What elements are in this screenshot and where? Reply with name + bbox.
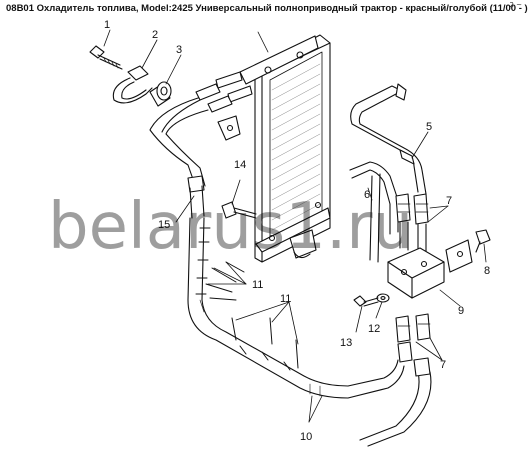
callout-1: 1 <box>104 19 110 31</box>
callout-15: 15 <box>158 219 170 231</box>
cooler-inlet-fittings <box>195 71 253 113</box>
corner-mark: 2 ~ <box>509 1 522 9</box>
callout-6: 6 <box>364 189 370 201</box>
bushing-3 <box>149 81 172 107</box>
fuel-hoses-10 <box>187 217 432 447</box>
fuel-line-6 <box>349 161 399 263</box>
washer-12 <box>376 293 390 303</box>
tube-clamp <box>217 115 241 141</box>
callout-5: 5 <box>426 121 432 133</box>
leader-lines <box>103 29 487 423</box>
callout-labels: 1 2 3 5 6 7 7 8 9 10 11 11 12 13 14 15 <box>104 19 490 443</box>
callout-10: 10 <box>300 431 312 443</box>
bolt-13 <box>353 295 379 307</box>
manifold-block-9 <box>387 239 473 299</box>
callout-8: 8 <box>484 265 490 277</box>
tie-straps-11 <box>195 227 299 371</box>
hose-connector-15 <box>187 175 205 219</box>
fuel-line-5 <box>350 83 427 195</box>
callout-14: 14 <box>234 159 246 171</box>
watermark: belarus1.ru <box>48 190 413 264</box>
mount-bracket-lower <box>289 229 317 259</box>
callout-11-upper: 11 <box>252 279 263 291</box>
bolt-8 <box>475 229 491 253</box>
callout-3: 3 <box>176 44 182 56</box>
fittings-7-upper <box>395 193 429 253</box>
bolt-1 <box>89 45 123 70</box>
left-fuel-tubes <box>149 97 209 187</box>
callout-7-upper: 7 <box>446 195 452 207</box>
bolt-14 <box>221 201 257 219</box>
callout-11-lower: 11 <box>280 293 291 305</box>
clip-2 <box>112 65 153 104</box>
fuel-cooler-core <box>239 34 331 263</box>
page-title: 08B01 Охладитель топлива, Model:2425 Уни… <box>6 3 528 14</box>
callout-12: 12 <box>368 323 380 335</box>
callout-9: 9 <box>458 305 464 317</box>
callout-7-lower: 7 <box>440 359 446 371</box>
callout-2: 2 <box>152 29 158 41</box>
callout-13: 13 <box>340 337 352 349</box>
fittings-7-lower <box>395 313 431 377</box>
